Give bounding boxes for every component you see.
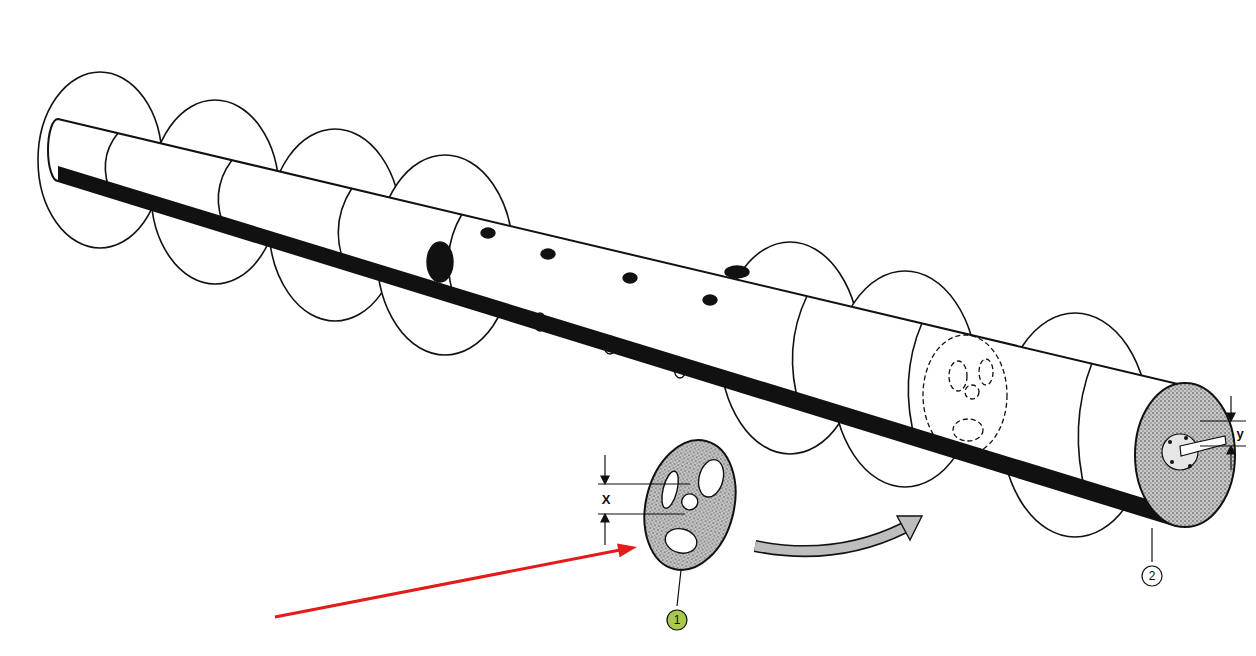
callout-text: 2 bbox=[1149, 569, 1156, 583]
extension-line bbox=[1200, 445, 1246, 446]
pointer-arrowhead bbox=[617, 544, 637, 558]
tube-hole bbox=[481, 228, 495, 238]
tube-hole-underside bbox=[674, 358, 686, 378]
callout-number: 1 bbox=[666, 609, 688, 631]
flight-edge bbox=[105, 133, 118, 196]
extension-line bbox=[1200, 420, 1246, 421]
dimension-line bbox=[604, 455, 605, 477]
callout-text: 1 bbox=[674, 613, 681, 627]
tube-hole-underside bbox=[604, 336, 616, 354]
bolt-hole bbox=[1184, 436, 1188, 440]
flight-edge bbox=[338, 188, 352, 268]
plate-hidden-position bbox=[923, 335, 1007, 455]
bolt-hole bbox=[1170, 460, 1174, 464]
tube-hole-underside bbox=[534, 313, 546, 331]
flight-edge bbox=[1078, 363, 1092, 495]
auger-tube bbox=[48, 119, 1178, 526]
install-arrow-outline bbox=[755, 528, 904, 551]
dimension-line bbox=[1230, 453, 1231, 470]
flight-edge bbox=[792, 296, 807, 408]
tube-holes bbox=[427, 228, 749, 378]
leader-line bbox=[677, 570, 681, 606]
x-dimension bbox=[598, 455, 690, 545]
callout-circle bbox=[1142, 566, 1162, 586]
install-arrow-head bbox=[897, 516, 922, 540]
pointer-arrow bbox=[275, 550, 620, 617]
callout-circle bbox=[667, 610, 687, 630]
plate-hole bbox=[663, 525, 700, 556]
tube-hole bbox=[541, 249, 555, 259]
callout-number: 2 bbox=[1141, 565, 1163, 587]
bolt-hole bbox=[1188, 464, 1192, 468]
flight-edge bbox=[908, 323, 922, 443]
dimension-label: y bbox=[1236, 427, 1243, 440]
arrowhead bbox=[601, 476, 609, 484]
dimension-line bbox=[604, 521, 605, 545]
tube-hole bbox=[623, 273, 637, 283]
flight-edge bbox=[218, 160, 232, 231]
extension-line bbox=[598, 483, 690, 484]
hidden-plate-hole bbox=[953, 419, 983, 441]
hidden-plate-outline bbox=[923, 335, 1007, 455]
plate-hole bbox=[680, 492, 699, 511]
tube-shadow-band bbox=[58, 166, 1176, 526]
tube-hole bbox=[703, 295, 717, 305]
plate-hole bbox=[659, 470, 682, 510]
separator-plate bbox=[631, 430, 748, 579]
arrowhead bbox=[1227, 413, 1235, 421]
bolt-hole bbox=[1168, 440, 1172, 444]
hidden-plate-hole bbox=[949, 361, 967, 391]
end-plate bbox=[1135, 383, 1235, 527]
hidden-plate-hole bbox=[965, 385, 979, 399]
plate-disc bbox=[631, 430, 748, 579]
flight-front-edges bbox=[105, 133, 1092, 495]
dimension-label: X bbox=[602, 493, 611, 506]
tube-hole bbox=[725, 266, 749, 278]
end-plate-bolts bbox=[1168, 436, 1192, 468]
extension-line bbox=[598, 513, 685, 514]
plate-hole bbox=[695, 457, 727, 500]
hidden-plate-hole bbox=[979, 359, 993, 385]
arrowhead bbox=[601, 514, 609, 522]
install-arrow bbox=[755, 528, 904, 551]
dimension-line bbox=[1230, 396, 1231, 414]
arrowhead bbox=[1227, 446, 1235, 454]
y-dimension bbox=[1200, 396, 1246, 470]
leader-line bbox=[1151, 528, 1152, 562]
tube-hole bbox=[427, 242, 453, 282]
